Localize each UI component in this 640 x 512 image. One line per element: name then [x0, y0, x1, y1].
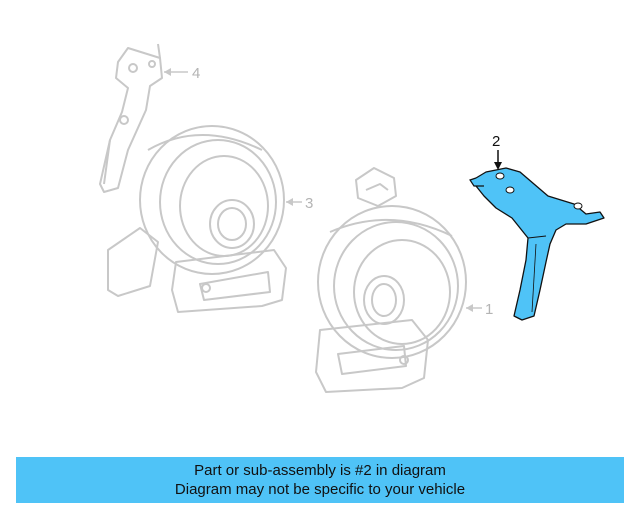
part-4-bracket: [99, 43, 163, 193]
part-2-hole-a: [495, 172, 505, 180]
part-1-horn: [315, 167, 467, 393]
part-4-arrowhead: [164, 68, 171, 76]
part-2-arrowhead: [494, 162, 502, 170]
callout-2: 2: [492, 133, 500, 150]
callout-1: 1: [485, 301, 493, 318]
part-2-bracket-body: [475, 167, 605, 321]
part-3-horn: [107, 125, 287, 313]
banner-line-part-number: Part or sub-assembly is #2 in diagram: [194, 462, 446, 479]
part-1-arrowhead: [466, 304, 473, 312]
part-2-hole-c: [573, 202, 583, 210]
parts-diagram: 4 3 1 2: [99, 43, 605, 393]
callout-3: 3: [305, 195, 313, 212]
part-2-hole-b: [505, 186, 515, 194]
part-3-arrowhead: [286, 198, 293, 206]
part-2-flange: [469, 177, 484, 187]
part-2-bracket: [469, 167, 605, 321]
banner-line-disclaimer: Diagram may not be specific to your vehi…: [174, 481, 466, 498]
info-banner: Part or sub-assembly is #2 in diagram Di…: [16, 457, 624, 503]
callout-4: 4: [192, 65, 200, 82]
